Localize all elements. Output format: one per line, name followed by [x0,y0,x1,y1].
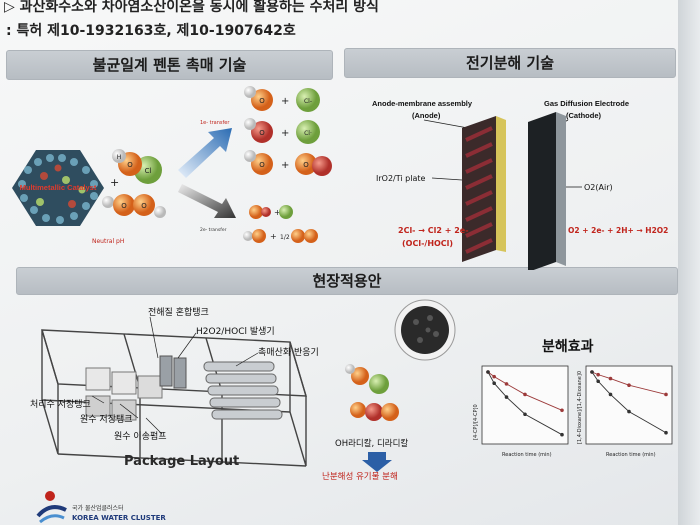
product-2e-row2: + 1/2 [243,229,318,243]
svg-text:+: + [281,160,289,171]
electrolysis-diagram: Anode-membrane assembly (Anode) Gas Diff… [372,99,668,270]
data-point [627,409,631,414]
data-point [486,370,490,374]
product-oh-cl: O + Cl- [244,86,320,112]
data-point [504,395,509,399]
package-layout-title: Package Layout [124,454,240,469]
effect-title: 분해효과 [542,339,594,355]
anode-equation: 2Cl- → Cl2 + 2e- [398,226,469,235]
svg-text:O: O [259,97,265,105]
svg-text:O: O [303,161,309,169]
catalyst-photo [394,299,456,361]
label-electrolyte-tank: 전해질 혼합탱크 [148,308,209,318]
cathode-title: Gas Diffusion Electrode [544,99,629,108]
down-arrow-icon [362,452,392,472]
svg-text:+: + [274,208,281,217]
section-banner-field: 현장적용안 [16,267,678,295]
cathode-subtitle: (Cathode) [566,111,601,120]
generator-unit [159,355,187,389]
svg-text:O: O [141,202,147,210]
chart2-ylabel: [1,4-Dioxane]/[1,4-Dioxane]0 [577,371,583,444]
iro2-plate-label: IrO2/Ti plate [376,174,425,183]
radicals-label: OH라디칼, 디라디칼 [335,439,409,449]
data-point [664,430,668,435]
label-raw-tank: 원수 저장탱크 [80,415,133,425]
label-reactor: 촉매산화 반응기 [258,348,319,358]
data-point [608,392,613,397]
neutral-ph-label: Neutral pH [92,238,124,245]
chart1-xlabel: Reaction time (min) [502,452,552,458]
two-electron-arrow [178,184,236,218]
chart2-xlabel: Reaction time (min) [606,452,656,458]
data-point [590,370,594,374]
poster-edge [678,0,700,525]
footer-org-ko: 국가 물산업클러스터 [72,505,124,512]
section-banner-electrolysis: 전기분해 기술 [344,48,676,78]
product-2e-row1: + [249,205,293,219]
data-point [627,383,631,387]
svg-text:Cl·: Cl· [304,130,312,137]
anode-subtitle: (Anode) [412,111,441,120]
o2-air-label: O2(Air) [584,183,613,192]
chart-dioxane: [1,4-Dioxane]/[1,4-Dioxane]0 Reaction ti… [577,365,673,458]
label-treated-tank: 처리수 저장탱크 [30,400,91,410]
data-point [560,432,564,437]
data-point [608,376,613,381]
svg-text:H: H [117,154,122,161]
anode-title: Anode-membrane assembly [372,99,473,108]
label-generator: H2O2/HOCl 발생기 [196,327,275,337]
one-electron-label: 1e- transfer [200,120,230,126]
h2o2-molecule: O O [102,194,166,218]
section-banner-fenton: 불균일계 펜톤 촉매 기술 [6,50,333,80]
svg-text:Cl: Cl [145,167,152,175]
data-point [492,381,496,386]
data-point [492,374,496,379]
catalyst-particle: Multimetallic Catalyst [12,150,104,226]
cluster-logo [36,491,67,524]
tanks-row [85,367,163,421]
data-point [504,382,509,386]
catalyst-radical-graphic [345,299,456,472]
poster-title: ▷ 과산화수소와 차아염소산이온을 동시에 활용하는 수처리 방식 [4,0,379,15]
one-electron-arrow [178,128,232,178]
anode-plate [462,116,506,262]
svg-text:+: + [281,96,289,107]
radical-ocl-pair [350,402,399,421]
data-point [664,392,668,397]
svg-text:Cl-: Cl- [304,98,312,105]
two-electron-label: 2e- transfer [200,227,227,233]
data-point [560,408,564,413]
cathode-plate [528,112,566,270]
data-point [596,372,600,377]
decompose-label: 난분해성 유기물 분해 [322,472,398,482]
cathode-equation: O2 + 2e- + 2H+ → H2O2 [568,226,668,235]
product-ocl-cl: O + Cl· [244,118,320,144]
anode-equation-sub: (OCl-/HOCl) [402,239,453,248]
radical-oh-cl [345,364,389,394]
svg-text:+: + [281,128,289,139]
patent-numbers: : 특허 제10-1932163호, 제10-1907642호 [6,23,296,39]
effect-charts: [4-CP]/[4-CP]0 Reaction time (min) [1,4-… [473,365,673,458]
footer-org-en: KOREA WATER CLUSTER [72,514,166,522]
package-layout-diagram [41,316,307,467]
svg-text:+: + [270,232,277,241]
label-pump: 원수 이송펌프 [114,432,167,442]
plus-sign: + [110,176,119,189]
catalyst-label: Multimetallic Catalyst [20,183,97,192]
svg-text:O: O [259,129,265,137]
svg-text:O: O [121,202,127,210]
fenton-diagram: Multimetallic Catalyst + Cl O H O O Neut… [12,86,332,245]
data-point [523,412,527,417]
hocl-molecule: Cl O H [112,149,162,184]
data-point [596,379,600,384]
chart1-ylabel: [4-CP]/[4-CP]0 [473,404,479,440]
svg-text:O: O [259,161,265,169]
svg-text:O: O [127,161,133,169]
product-oh-ocl: O + O [244,150,332,176]
data-point [523,392,527,397]
svg-text:1/2: 1/2 [280,234,290,241]
reactor-units [203,361,283,420]
chart-4cp: [4-CP]/[4-CP]0 Reaction time (min) [473,365,569,458]
